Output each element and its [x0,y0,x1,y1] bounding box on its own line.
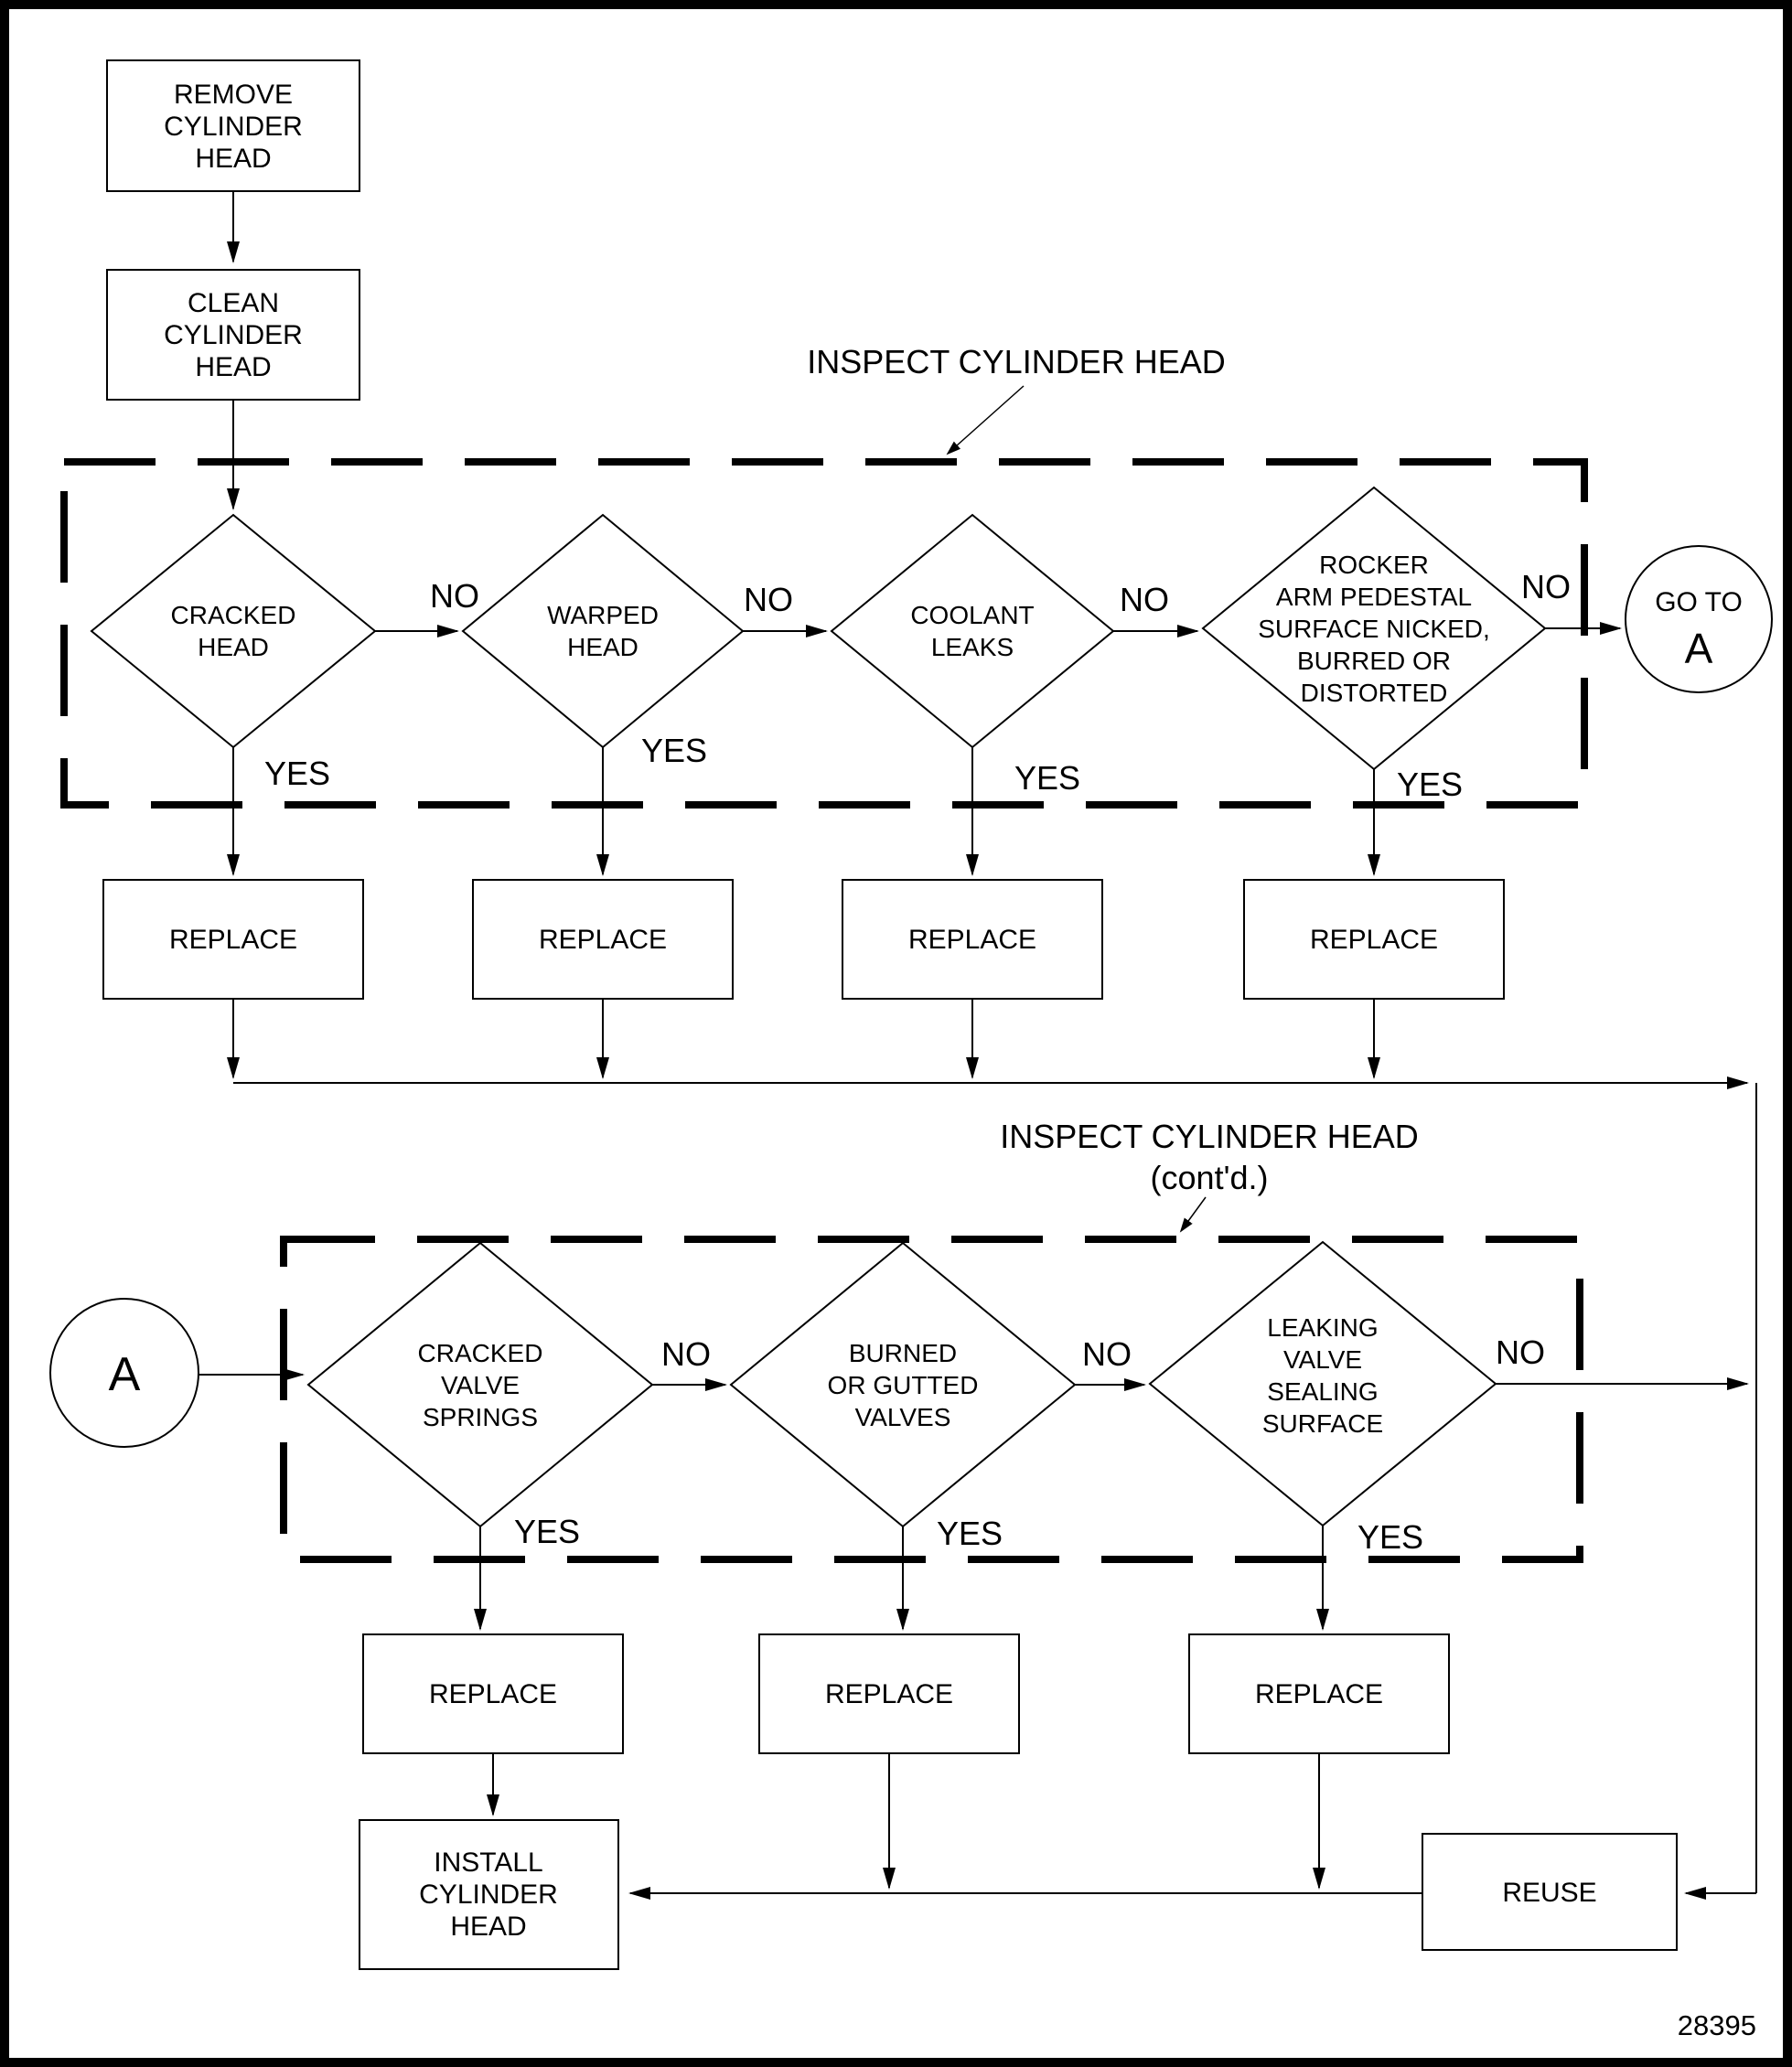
node-label: LEAKS [931,633,1014,661]
process-box-replace-2: REPLACE [472,879,734,1000]
leader-arrow-inspect-1 [946,385,1025,455]
node-label: REPLACE [169,925,297,955]
process-box-reuse: REUSE [1422,1833,1678,1951]
node-label: HEAD [567,633,638,661]
process-box-remove-cylinder-head: REMOVE CYLINDER HEAD [106,59,360,192]
dashed-boundary-inspect-1 [60,458,1588,809]
node-label: A [1685,625,1713,672]
decision-diamond-coolant-leaks: COOLANT LEAKS [830,513,1115,749]
node-label: A [109,1348,141,1401]
node-label: GO TO [1655,587,1743,617]
label-yes-leaking: YES [1357,1518,1423,1556]
decision-diamond-leaking-valve-sealing-surface: LEAKING VALVE SEALING SURFACE [1148,1240,1497,1527]
process-box-replace-4: REPLACE [1243,879,1505,1000]
label-no-springs: NO [661,1335,711,1373]
node-label: OR GUTTED [828,1371,979,1399]
decision-diamond-rocker-arm-pedestal: ROCKER ARM PEDESTAL SURFACE NICKED, BURR… [1201,486,1547,771]
label-no-warped: NO [744,581,793,618]
node-label: VALVES [855,1403,951,1431]
label-yes-coolant: YES [1014,759,1080,797]
node-label: ROCKER [1319,551,1429,579]
node-label: SURFACE [1262,1409,1383,1438]
node-label: SEALING [1267,1377,1378,1406]
label-no-cracked: NO [430,577,479,615]
process-box-replace-5: REPLACE [362,1633,624,1754]
node-label: HEAD [195,352,271,382]
process-box-replace-1: REPLACE [102,879,364,1000]
section-label-inspect-contd-line1: INSPECT CYLINDER HEAD [1000,1118,1418,1155]
node-label: REPLACE [908,925,1036,955]
connector-circle-a: A [49,1298,199,1448]
node-label: VALVE [441,1371,520,1399]
decision-diamond-warped-head: WARPED HEAD [461,513,745,749]
node-label: WARPED [547,601,659,629]
connector-circle-go-to-a: GO TO A [1625,545,1773,693]
flow-connectors [199,191,1757,1900]
leader-arrow-inspect-2 [1179,1196,1207,1233]
decision-diamond-burned-or-gutted-valves: BURNED OR GUTTED VALVES [729,1241,1077,1528]
node-label: COOLANT [910,601,1034,629]
decision-diamond-cracked-head: CRACKED HEAD [90,513,377,749]
node-label: HEAD [195,144,271,174]
section-label-inspect-contd-line2: (cont'd.) [1151,1159,1269,1196]
node-label: CYLINDER [164,320,303,350]
label-yes-burned: YES [937,1515,1003,1552]
node-label: REPLACE [1255,1679,1383,1709]
node-label: CYLINDER [164,112,303,142]
node-label: HEAD [198,633,269,661]
node-label: REPLACE [1310,925,1438,955]
node-label: BURNED [849,1339,957,1367]
label-no-burned: NO [1082,1335,1132,1373]
node-label: REPLACE [825,1679,953,1709]
node-label: CLEAN [188,288,279,318]
process-box-clean-cylinder-head: CLEAN CYLINDER HEAD [106,269,360,401]
node-label: LEAKING [1267,1313,1378,1342]
dashed-boundary-inspect-2 [280,1236,1583,1563]
node-label: CRACKED [171,601,296,629]
label-yes-springs: YES [514,1513,580,1550]
node-label: VALVE [1283,1345,1362,1374]
node-label: REUSE [1502,1878,1596,1908]
node-label: ARM PEDESTAL [1276,583,1472,611]
label-yes-rocker: YES [1397,766,1463,803]
node-label: SURFACE NICKED, [1258,615,1490,643]
figure-number: 28395 [1678,2009,1756,2041]
node-label: DISTORTED [1301,679,1448,707]
node-label: SPRINGS [423,1403,538,1431]
node-label: CYLINDER [419,1880,558,1910]
section-label-inspect: INSPECT CYLINDER HEAD [807,343,1225,380]
decision-diamond-cracked-valve-springs: CRACKED VALVE SPRINGS [306,1241,654,1528]
node-label: CRACKED [418,1339,543,1367]
label-no-coolant: NO [1120,581,1169,618]
node-label: REMOVE [174,80,293,110]
label-yes-cracked: YES [264,755,330,792]
node-label: REPLACE [539,925,667,955]
process-box-replace-3: REPLACE [842,879,1103,1000]
node-label: INSTALL [434,1847,543,1878]
process-box-install-cylinder-head: INSTALL CYLINDER HEAD [359,1819,619,1970]
process-box-replace-6: REPLACE [758,1633,1020,1754]
node-label: REPLACE [429,1679,557,1709]
node-label: HEAD [450,1912,526,1942]
node-label: BURRED OR [1297,647,1451,675]
label-no-leaking: NO [1496,1333,1545,1371]
label-yes-warped: YES [641,732,707,769]
process-box-replace-7: REPLACE [1188,1633,1450,1754]
label-no-rocker: NO [1521,568,1571,605]
